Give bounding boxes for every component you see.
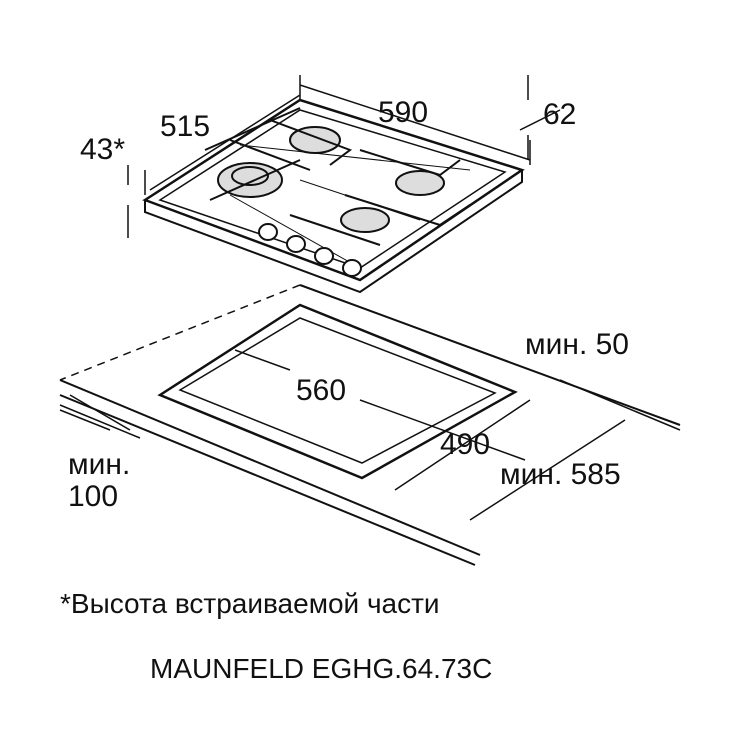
dim-cutout-depth: 490: [440, 428, 491, 461]
dim-cutout-width: 560: [296, 374, 347, 407]
burners: [217, 126, 445, 233]
grates: [204, 107, 471, 246]
cutout: [157, 303, 518, 480]
countertop: [59, 284, 681, 566]
dim-min-back: мин. 50: [525, 328, 629, 361]
dim-min-front-value: 100: [68, 480, 119, 513]
dim-hob-depth: 515: [160, 110, 211, 143]
footnote: *Высота встраиваемой части: [60, 588, 440, 619]
control-knobs: [258, 223, 362, 277]
hob: [142, 98, 525, 294]
dim-built-in-height: 43*: [80, 133, 126, 166]
dim-hob-height: 62: [543, 98, 577, 131]
model-name: MAUNFELD EGHG.64.73C: [150, 653, 493, 684]
dim-min-countertop-depth: мин. 585: [500, 458, 621, 491]
dimension-lines: [59, 75, 681, 521]
dim-hob-width: 590: [378, 96, 429, 129]
dim-min-front-label: мин.: [68, 448, 131, 481]
